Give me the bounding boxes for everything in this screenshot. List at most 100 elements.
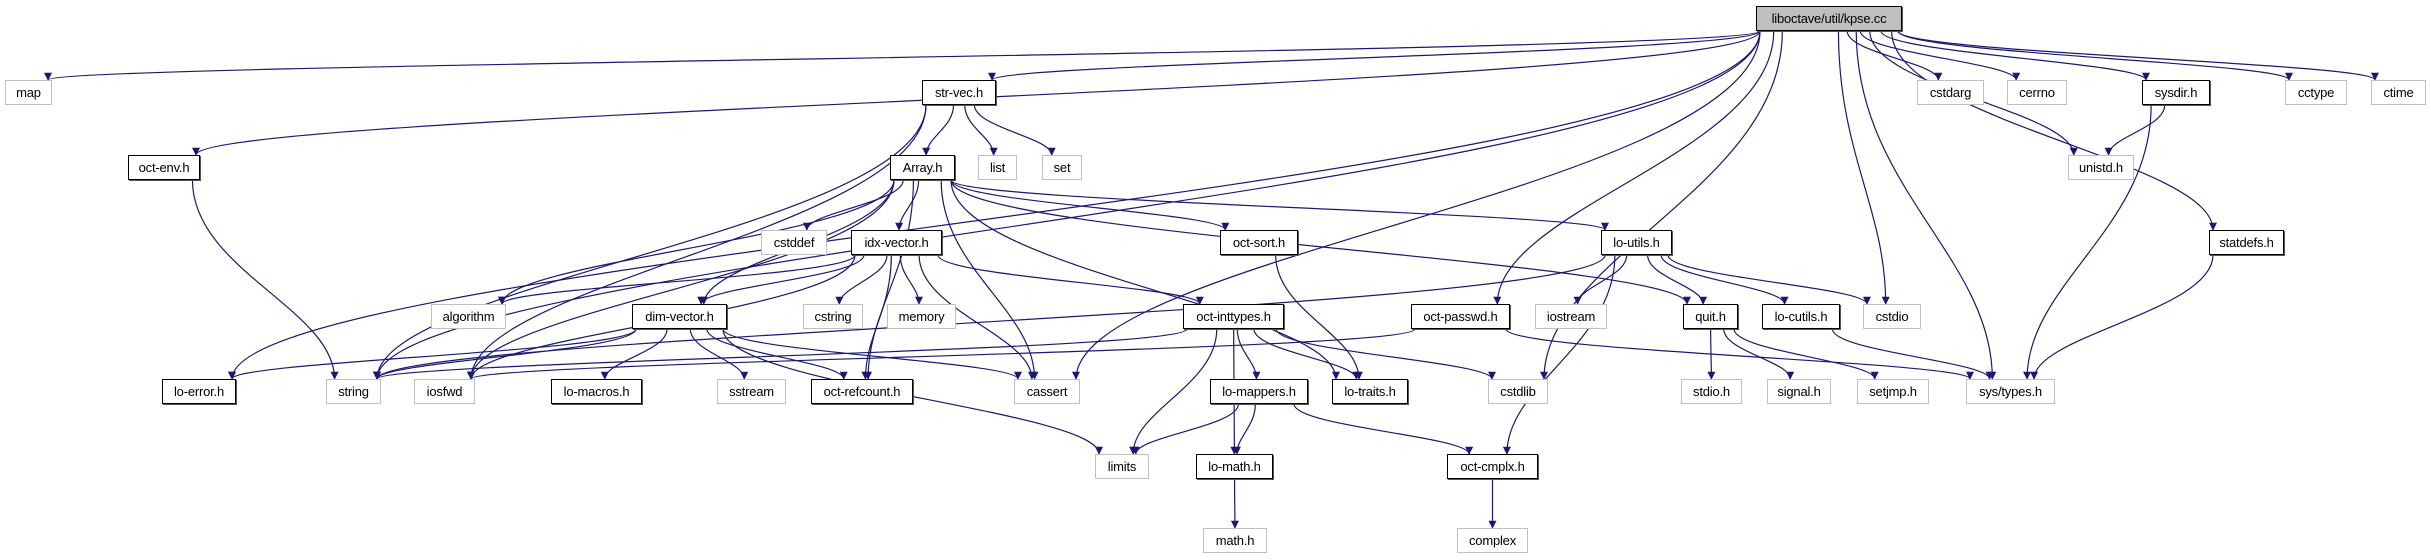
node-sstream[interactable]: sstream	[717, 379, 786, 404]
node-octinttypes[interactable]: oct-inttypes.h	[1183, 304, 1284, 329]
node-label: quit.h	[1695, 309, 1726, 324]
node-memory[interactable]: memory	[887, 304, 956, 329]
node-ctime[interactable]: ctime	[2371, 80, 2426, 105]
node-complex[interactable]: complex	[1457, 528, 1528, 553]
node-cerrno[interactable]: cerrno	[2007, 80, 2067, 105]
node-kpse[interactable]: liboctave/util/kpse.cc	[1756, 6, 1902, 31]
edge-kpse-to-statdefs	[1891, 30, 2217, 231]
node-map[interactable]: map	[5, 80, 52, 105]
node-array[interactable]: Array.h	[890, 155, 955, 180]
node-stdioh[interactable]: stdio.h	[1681, 379, 1742, 404]
node-lotraits[interactable]: lo-traits.h	[1332, 379, 1408, 404]
node-cstddef[interactable]: cstddef	[761, 230, 827, 255]
node-loerror[interactable]: lo-error.h	[162, 379, 236, 404]
node-strvec[interactable]: str-vec.h	[922, 80, 996, 105]
edge-array-to-cstddef	[802, 179, 904, 231]
edge-lomappers-to-limits	[1131, 403, 1240, 455]
node-label: oct-refcount.h	[823, 384, 901, 399]
edge-octinttypes-to-cstdlib	[1275, 328, 1496, 380]
node-label: lo-utils.h	[1613, 235, 1660, 250]
edge-sysdir-to-systypes	[2023, 104, 2152, 380]
node-label: idx-vector.h	[864, 235, 929, 250]
node-sysdir[interactable]: sysdir.h	[2142, 80, 2210, 105]
node-mathh[interactable]: math.h	[1203, 528, 1267, 553]
node-octpasswd[interactable]: oct-passwd.h	[1411, 304, 1510, 329]
edge-array-to-lotraits	[950, 179, 1340, 380]
node-statdefs[interactable]: statdefs.h	[2209, 230, 2284, 255]
edge-kpse-to-octpasswd	[1493, 30, 1775, 305]
node-loutils[interactable]: lo-utils.h	[1601, 230, 1672, 255]
edge-strvec-to-array	[922, 104, 955, 156]
node-set[interactable]: set	[1042, 155, 1082, 180]
node-cassert[interactable]: cassert	[1014, 379, 1080, 404]
edge-octinttypes-to-lomappers	[1236, 328, 1261, 380]
edge-kpse-to-map	[44, 30, 1761, 81]
node-label: algorithm	[442, 309, 495, 324]
node-dimvector[interactable]: dim-vector.h	[632, 304, 727, 329]
node-systypes[interactable]: sys/types.h	[1966, 379, 2055, 404]
node-label: math.h	[1215, 533, 1255, 548]
edge-dimvector-to-string	[373, 328, 637, 380]
node-cctype[interactable]: cctype	[2285, 80, 2347, 105]
edge-loutils-to-octcmplx	[1502, 254, 1616, 455]
edge-idxvector-to-octinttypes	[937, 254, 1204, 305]
node-cstdarg[interactable]: cstdarg	[1917, 80, 1984, 105]
node-label: oct-cmplx.h	[1460, 459, 1525, 474]
node-locutils[interactable]: lo-cutils.h	[1762, 304, 1840, 329]
edge-strvec-to-string	[373, 104, 927, 380]
node-cstdio[interactable]: cstdio	[1863, 304, 1921, 329]
node-signal[interactable]: signal.h	[1767, 379, 1831, 404]
node-unistd[interactable]: unistd.h	[2068, 155, 2134, 180]
node-iostream[interactable]: iostream	[1535, 304, 1607, 329]
node-limits[interactable]: limits	[1095, 454, 1149, 479]
node-label: sysdir.h	[2154, 85, 2198, 100]
node-lomath[interactable]: lo-math.h	[1196, 454, 1273, 479]
node-octenv[interactable]: oct-env.h	[128, 155, 200, 180]
node-label: list	[989, 160, 1006, 175]
node-label: cassert	[1026, 384, 1068, 399]
node-quit[interactable]: quit.h	[1683, 304, 1738, 329]
edge-kpse-to-cstdlib	[1540, 30, 1783, 380]
node-setjmp[interactable]: setjmp.h	[1857, 379, 1929, 404]
edge-octinttypes-to-limits	[1129, 328, 1218, 455]
edge-array-to-quit	[950, 179, 1691, 305]
node-octrefcount[interactable]: oct-refcount.h	[811, 379, 913, 404]
edge-idxvector-to-octrefcount	[861, 254, 892, 380]
edge-idxvector-to-cstring	[835, 254, 888, 305]
node-label: str-vec.h	[934, 85, 984, 100]
node-cstring[interactable]: cstring	[803, 304, 863, 329]
edge-octenv-to-string	[191, 179, 339, 380]
node-label: oct-inttypes.h	[1196, 309, 1271, 324]
node-octcmplx[interactable]: oct-cmplx.h	[1447, 454, 1538, 479]
node-octsort[interactable]: oct-sort.h	[1220, 230, 1298, 255]
edge-statdefs-to-systypes	[2030, 254, 2214, 380]
node-lomappers[interactable]: lo-mappers.h	[1210, 379, 1308, 404]
node-label: cerrno	[2019, 85, 2055, 100]
node-list[interactable]: list	[978, 155, 1017, 180]
node-idxvector[interactable]: idx-vector.h	[851, 230, 942, 255]
node-label: iostream	[1546, 309, 1596, 324]
node-algorithm[interactable]: algorithm	[431, 304, 506, 329]
edge-array-to-loutils	[950, 179, 1609, 231]
edge-kpse-to-cstdarg	[1846, 30, 1943, 81]
edges-layer	[44, 30, 2379, 529]
edge-array-to-idxvector	[895, 179, 920, 231]
node-label: lo-mappers.h	[1222, 384, 1296, 399]
node-label: signal.h	[1777, 384, 1821, 399]
edge-octpasswd-to-iosfwd	[467, 328, 1416, 380]
node-label: cstdarg	[1929, 85, 1972, 100]
node-lomacros[interactable]: lo-macros.h	[551, 379, 642, 404]
node-iosfwd[interactable]: iosfwd	[414, 379, 475, 404]
node-label: dim-vector.h	[645, 309, 714, 324]
edge-loutils-to-cstdio	[1667, 254, 1871, 305]
node-string[interactable]: string	[326, 379, 381, 404]
edge-kpse-to-cstdio	[1837, 30, 1890, 305]
node-label: lo-math.h	[1208, 459, 1261, 474]
node-label: lo-error.h	[173, 384, 225, 399]
node-label: cstdlib	[1500, 384, 1536, 399]
edge-loutils-to-locutils	[1660, 254, 1789, 305]
node-label: lo-cutils.h	[1774, 309, 1828, 324]
edge-idxvector-to-memory	[899, 254, 923, 305]
node-cstdlib[interactable]: cstdlib	[1488, 379, 1548, 404]
edge-array-to-iosfwd	[467, 179, 895, 380]
